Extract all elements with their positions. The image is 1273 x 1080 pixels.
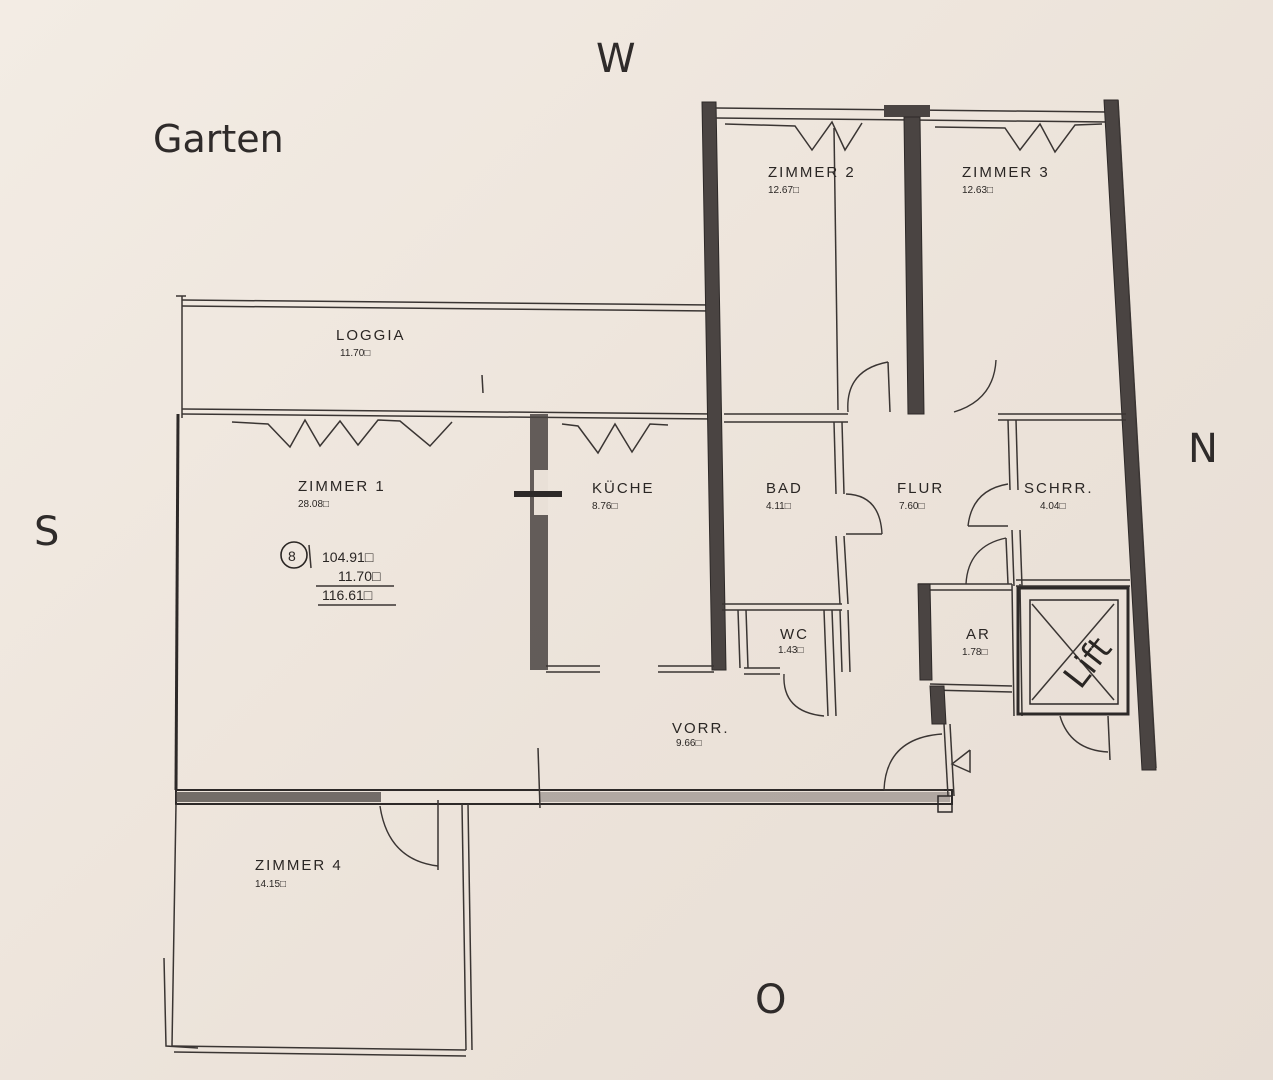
room-zimmer4-name: ZIMMER 4 bbox=[255, 857, 343, 874]
room-bad: BAD 4.11□ bbox=[766, 480, 803, 512]
room-vorr-area: 9.66□ bbox=[676, 738, 702, 749]
apartment-number-badge bbox=[280, 541, 308, 569]
room-ar-area: 1.78□ bbox=[962, 647, 988, 658]
room-vorr: VORR. 9.66□ bbox=[672, 720, 730, 749]
apartment-number: 8 bbox=[288, 548, 296, 564]
room-zimmer1-name: ZIMMER 1 bbox=[298, 478, 386, 495]
living-area-total: 104.91□ bbox=[322, 549, 374, 565]
room-zimmer3-area: 12.63□ bbox=[962, 185, 993, 196]
room-zimmer3-name: ZIMMER 3 bbox=[962, 164, 1050, 181]
apartment-totals: 8 104.91□ 11.70□ 116.61□ bbox=[280, 541, 396, 606]
room-zimmer4-area: 14.15□ bbox=[255, 879, 286, 890]
room-schrr-name: SCHRR. bbox=[1024, 480, 1094, 497]
room-schrr: SCHRR. 4.04□ bbox=[1024, 480, 1094, 512]
room-zimmer2-area: 12.67□ bbox=[768, 185, 799, 196]
room-schrr-area: 4.04□ bbox=[1040, 501, 1066, 512]
compass-east-label: O bbox=[755, 977, 786, 1023]
compass-south-label: S bbox=[34, 509, 59, 555]
zimmer4-outline bbox=[163, 803, 473, 1057]
room-ar-name: AR bbox=[966, 626, 991, 643]
kitchen-walls bbox=[514, 414, 714, 809]
lift-shaft: Lift bbox=[1016, 586, 1130, 761]
room-flur-name: FLUR bbox=[897, 480, 944, 497]
garden-label: Garten bbox=[153, 117, 284, 161]
room-loggia: LOGGIA 11.70□ bbox=[336, 327, 406, 359]
room-ar: AR 1.78□ bbox=[962, 626, 991, 658]
room-zimmer1-area: 28.08□ bbox=[298, 499, 329, 510]
compass-north-label: N bbox=[1188, 426, 1218, 472]
room-loggia-name: LOGGIA bbox=[336, 327, 406, 344]
room-zimmer4: ZIMMER 4 14.15□ bbox=[255, 857, 343, 890]
room-loggia-area: 11.70□ bbox=[340, 348, 370, 359]
interior-walls bbox=[722, 413, 1130, 813]
lift-label: Lift bbox=[1056, 630, 1120, 696]
window-openings bbox=[231, 120, 1103, 455]
room-wc: WC 1.43□ bbox=[778, 626, 809, 656]
exterior-walls bbox=[174, 99, 1157, 805]
room-vorr-name: VORR. bbox=[672, 720, 730, 737]
room-flur: FLUR 7.60□ bbox=[897, 480, 944, 512]
room-zimmer3: ZIMMER 3 12.63□ bbox=[962, 164, 1050, 196]
room-kueche: KÜCHE 8.76□ bbox=[592, 479, 655, 512]
room-bad-area: 4.11□ bbox=[766, 501, 791, 512]
overall-area-total: 116.61□ bbox=[322, 587, 373, 603]
room-zimmer2-name: ZIMMER 2 bbox=[768, 164, 856, 181]
room-kueche-area: 8.76□ bbox=[592, 501, 618, 512]
door-swings bbox=[379, 359, 1009, 870]
room-zimmer1: ZIMMER 1 28.08□ bbox=[298, 478, 386, 510]
compass-west-label: W bbox=[596, 36, 636, 82]
loggia-area-total: 11.70□ bbox=[338, 568, 381, 584]
room-kueche-name: KÜCHE bbox=[592, 479, 655, 497]
room-wc-area: 1.43□ bbox=[778, 645, 804, 656]
room-flur-area: 7.60□ bbox=[899, 501, 925, 512]
room-zimmer2: ZIMMER 2 12.67□ bbox=[768, 164, 856, 196]
loggia-outline bbox=[176, 295, 716, 420]
room-bad-name: BAD bbox=[766, 480, 803, 497]
room-wc-name: WC bbox=[780, 626, 809, 643]
